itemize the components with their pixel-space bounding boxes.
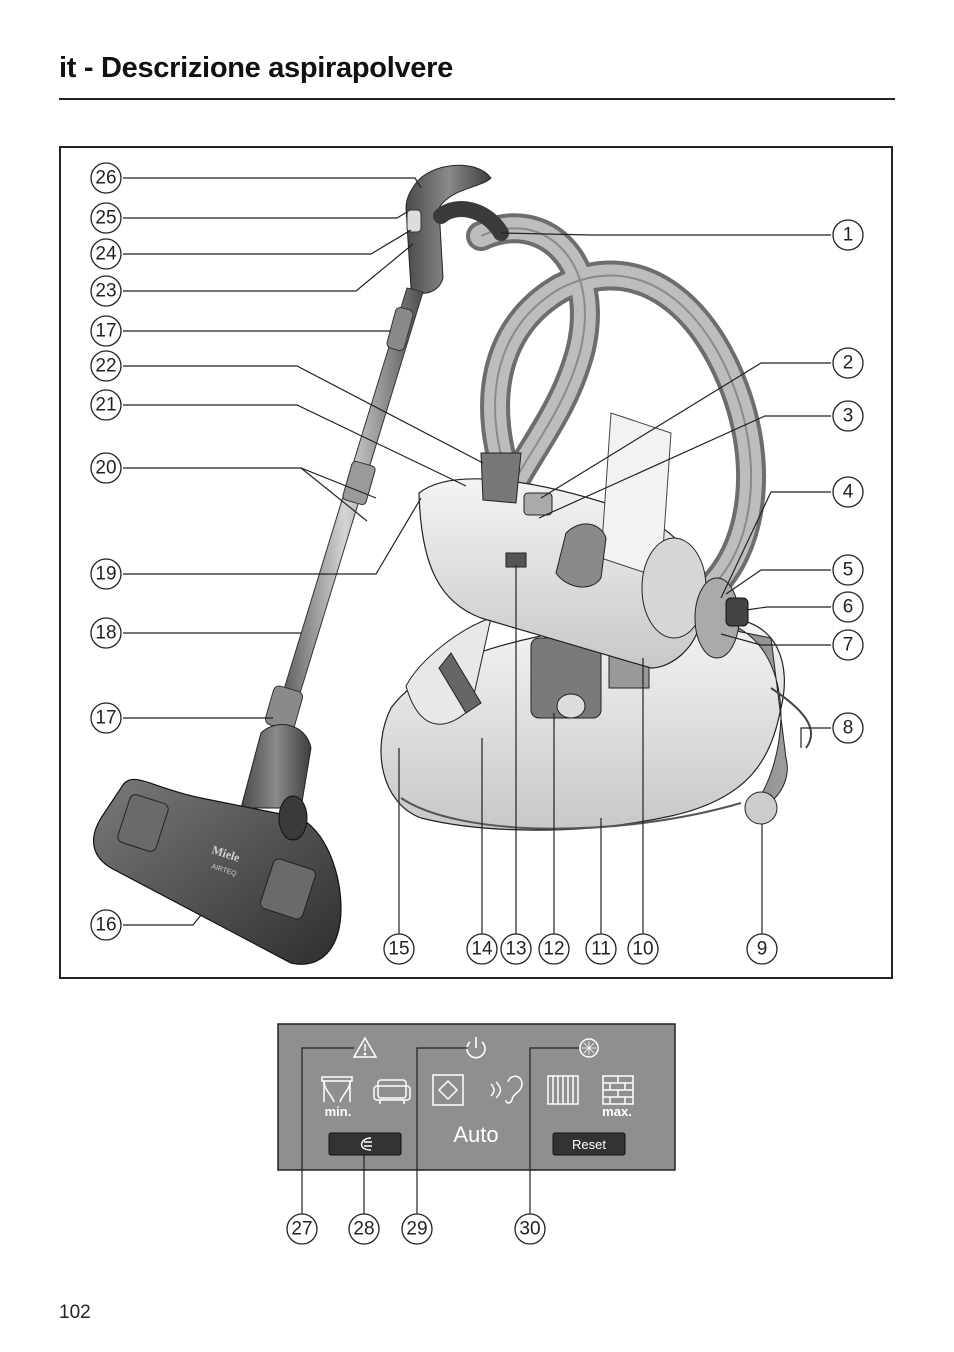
- svg-text:9: 9: [757, 939, 768, 960]
- page-number: 102: [59, 1302, 91, 1323]
- callout-27: 27: [286, 1213, 318, 1245]
- callout-16: 16: [90, 909, 122, 941]
- control-panel-svg: min. max. Auto Reset 27 28 29 30: [277, 1023, 676, 1245]
- svg-text:17: 17: [95, 321, 116, 342]
- svg-text:18: 18: [95, 623, 116, 644]
- floorhead: Miele AIRTEQ: [93, 724, 342, 965]
- callout-23: 23: [90, 275, 122, 307]
- svg-text:23: 23: [95, 281, 116, 302]
- power-icon: [466, 1037, 486, 1059]
- callout-3: 3: [832, 400, 864, 432]
- svg-text:28: 28: [353, 1219, 374, 1240]
- callout-21: 21: [90, 389, 122, 421]
- filter-indicator-icon: [579, 1038, 599, 1058]
- upholstery-icon: [373, 1079, 411, 1104]
- warning-icon: [352, 1036, 378, 1058]
- callout-28: 28: [348, 1213, 380, 1245]
- svg-text:30: 30: [519, 1219, 540, 1240]
- auto-sensor-icon: [432, 1074, 464, 1106]
- reset-button[interactable]: Reset: [552, 1132, 626, 1156]
- cable-rewind-button[interactable]: [328, 1132, 402, 1156]
- control-panel-diagram: min. max. Auto Reset 27 28 29 30: [240, 1010, 720, 1250]
- callout-6: 6: [832, 591, 864, 623]
- svg-text:1: 1: [843, 225, 854, 246]
- callout-26: 26: [90, 162, 122, 194]
- hard-floor-icon: [602, 1075, 634, 1105]
- callout-18: 18: [90, 617, 122, 649]
- callout-1: 1: [832, 219, 864, 251]
- callout-24: 24: [90, 238, 122, 270]
- suction-hose: [466, 213, 766, 603]
- svg-text:12: 12: [543, 939, 564, 960]
- callout-5: 5: [832, 554, 864, 586]
- callout-10: 10: [627, 933, 659, 965]
- callout-9: 9: [746, 933, 778, 965]
- carpet-icon: [547, 1075, 579, 1105]
- callout-2: 2: [832, 347, 864, 379]
- svg-text:11: 11: [591, 939, 611, 960]
- svg-text:4: 4: [843, 482, 854, 503]
- svg-text:10: 10: [632, 939, 653, 960]
- callout-12: 12: [538, 933, 570, 965]
- callout-8: 8: [832, 712, 864, 744]
- hose-handle: [405, 164, 509, 294]
- label-min: min.: [325, 1104, 352, 1119]
- svg-text:2: 2: [843, 353, 854, 374]
- callout-25: 25: [90, 202, 122, 234]
- svg-text:25: 25: [95, 208, 116, 229]
- vacuum-upper-housing: [418, 412, 749, 669]
- label-max: max.: [602, 1104, 632, 1119]
- callout-14: 14: [466, 933, 498, 965]
- callout-22: 22: [90, 350, 122, 382]
- svg-text:16: 16: [95, 915, 116, 936]
- panel-leader-lines: [301, 1047, 579, 1215]
- callout-11: 11: [585, 933, 617, 965]
- svg-text:24: 24: [95, 244, 117, 265]
- callout-7: 7: [832, 629, 864, 661]
- vacuum-illustration-frame: Miele AIRTEQ: [59, 146, 893, 979]
- callout-29: 29: [401, 1213, 433, 1245]
- svg-text:13: 13: [505, 939, 526, 960]
- page-title: it - Descrizione aspirapolvere: [59, 52, 453, 84]
- vacuum-illustration: Miele AIRTEQ: [90, 162, 864, 965]
- callout-19: 19: [90, 558, 122, 590]
- svg-text:22: 22: [95, 356, 116, 377]
- cable-rewind-icon: [360, 1137, 372, 1151]
- telescopic-tube: [264, 287, 424, 731]
- callout-20: 20: [90, 452, 122, 484]
- leader-lines: [123, 177, 831, 934]
- callout-17-bottom: 17: [90, 702, 122, 734]
- callout-13: 13: [500, 933, 532, 965]
- svg-text:3: 3: [843, 406, 854, 427]
- power-cable: [770, 687, 812, 749]
- sound-icon: [490, 1075, 523, 1104]
- svg-text:5: 5: [843, 560, 854, 581]
- callout-4: 4: [832, 476, 864, 508]
- svg-text:17: 17: [95, 708, 116, 729]
- svg-text:20: 20: [95, 458, 116, 479]
- svg-text:15: 15: [388, 939, 409, 960]
- callout-15: 15: [383, 933, 415, 965]
- label-auto: Auto: [453, 1122, 498, 1147]
- svg-text:8: 8: [843, 718, 854, 739]
- svg-text:7: 7: [843, 635, 854, 656]
- title-rule: [59, 98, 895, 100]
- reset-button-label: Reset: [572, 1137, 606, 1152]
- svg-text:26: 26: [95, 168, 116, 189]
- callout-17-top: 17: [90, 315, 122, 347]
- svg-text:19: 19: [95, 564, 116, 585]
- curtain-icon: [321, 1076, 353, 1103]
- svg-text:14: 14: [471, 939, 493, 960]
- svg-text:21: 21: [95, 395, 116, 416]
- svg-text:6: 6: [843, 597, 854, 618]
- callout-30: 30: [514, 1213, 546, 1245]
- svg-text:29: 29: [406, 1219, 427, 1240]
- svg-text:27: 27: [291, 1219, 312, 1240]
